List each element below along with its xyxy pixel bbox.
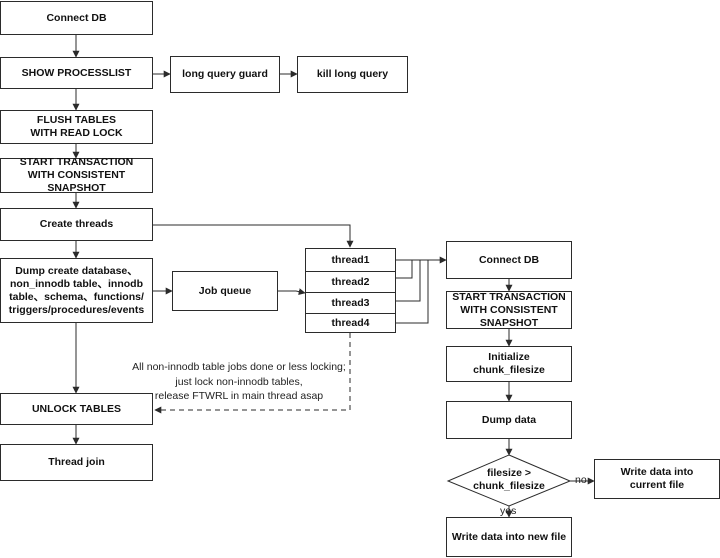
kill-long-query-node: kill long query xyxy=(297,56,408,93)
decision-diamond xyxy=(446,454,572,507)
long-query-guard-node: long query guard xyxy=(170,56,280,93)
locking-note-line2: just lock non-innodb tables, xyxy=(175,375,303,388)
dump-data-node: Dump data xyxy=(446,401,572,439)
thread2-node: thread2 xyxy=(305,271,396,293)
worker-connect-db-node: Connect DB xyxy=(446,241,572,279)
connect-db-node: Connect DB xyxy=(0,1,153,35)
decision-label: filesize > chunk_filesize xyxy=(473,467,545,492)
job-queue-node: Job queue xyxy=(172,271,278,311)
write-new-node: Write data into new file xyxy=(446,517,572,557)
create-threads-node: Create threads xyxy=(0,208,153,241)
show-processlist-node: SHOW PROCESSLIST xyxy=(0,57,153,89)
arrow-jobqueue-to-threads xyxy=(278,288,306,296)
arrow-threads-to-unlock xyxy=(154,333,351,414)
thread3-node: thread3 xyxy=(305,292,396,314)
thread-join-node: Thread join xyxy=(0,444,153,481)
unlock-tables-node: UNLOCK TABLES xyxy=(0,393,153,425)
worker-start-transaction-node: START TRANSACTION WITH CONSISTENT SNAPSH… xyxy=(446,291,572,329)
flush-tables-node: FLUSH TABLES WITH READ LOCK xyxy=(0,110,153,144)
start-transaction-node: START TRANSACTION WITH CONSISTENT SNAPSH… xyxy=(0,156,153,194)
locking-note: All non-innodb table jobs done or less l… xyxy=(128,360,350,404)
write-current-node: Write data into current file xyxy=(594,459,720,499)
dump-create-node: Dump create database、non_innodb table、in… xyxy=(0,258,153,323)
thread4-node: thread4 xyxy=(305,313,396,333)
initialize-chunk-node: Initialize chunk_filesize xyxy=(446,346,572,382)
locking-note-line3: release FTWRL in main thread asap xyxy=(154,390,324,402)
locking-note-line1: All non-innodb table jobs done or less l… xyxy=(132,361,346,373)
thread1-node: thread1 xyxy=(305,248,396,272)
no-label: no xyxy=(575,474,587,486)
yes-label: yes xyxy=(500,505,517,517)
arrow-create-to-threads xyxy=(153,224,354,248)
